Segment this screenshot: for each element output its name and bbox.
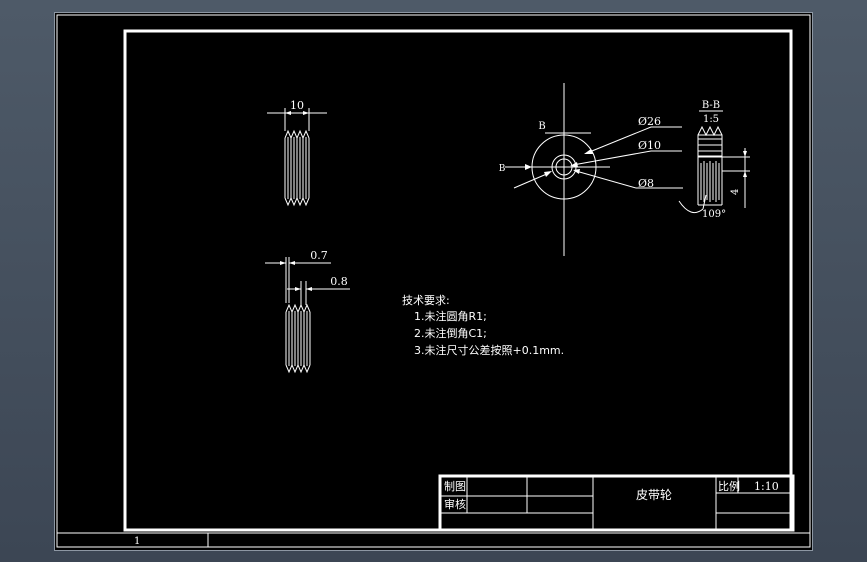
pulley-side-view: B B Ø26 Ø10 Ø8 bbox=[499, 83, 683, 256]
section-view-b-b: B-B 1:5 4 109° bbox=[678, 100, 750, 220]
dim-width: 10 bbox=[290, 99, 304, 112]
notes-heading: 技术要求: bbox=[402, 294, 450, 307]
pulley-front-view: 10 bbox=[267, 99, 327, 207]
drawing-canvas: 1 10 0.7 0.8 bbox=[56, 14, 811, 548]
section-label-left: B bbox=[499, 164, 506, 174]
pulley-detail-view: 0.7 0.8 bbox=[265, 249, 350, 374]
sheet-outer-border bbox=[56, 14, 811, 548]
scale-value: 1:10 bbox=[754, 480, 779, 493]
title-block: 制图 审核 皮带轮 比例 1:10 bbox=[438, 474, 795, 532]
cad-viewport[interactable]: 1 10 0.7 0.8 bbox=[55, 13, 812, 550]
technical-notes: 技术要求: 1.未注圆角R1; 2.未注倒角C1; 3.未注尺寸公差按照+0.1… bbox=[402, 294, 564, 357]
note-item: 1.未注圆角R1; bbox=[414, 309, 487, 323]
part-name: 皮带轮 bbox=[636, 488, 672, 502]
dim-b: 0.8 bbox=[330, 275, 348, 288]
dim-a: 0.7 bbox=[310, 249, 328, 262]
dia-outer: Ø26 bbox=[638, 115, 661, 128]
section-scale: 1:5 bbox=[703, 114, 719, 125]
section-title: B-B bbox=[702, 100, 720, 111]
scale-label: 比例 bbox=[718, 479, 740, 493]
drawn-by-label: 制图 bbox=[444, 480, 466, 493]
note-item: 2.未注倒角C1; bbox=[414, 326, 487, 340]
dia-mid: Ø10 bbox=[638, 139, 661, 152]
dia-inner: Ø8 bbox=[638, 177, 654, 190]
checked-by-label: 审核 bbox=[444, 497, 466, 511]
section-depth: 4 bbox=[730, 189, 741, 195]
note-item: 3.未注尺寸公差按照+0.1mm. bbox=[414, 343, 564, 357]
drawing-frame bbox=[123, 29, 793, 532]
sheet-number: 1 bbox=[134, 536, 140, 547]
section-angle: 109° bbox=[702, 209, 726, 220]
section-marker: B bbox=[538, 121, 545, 132]
